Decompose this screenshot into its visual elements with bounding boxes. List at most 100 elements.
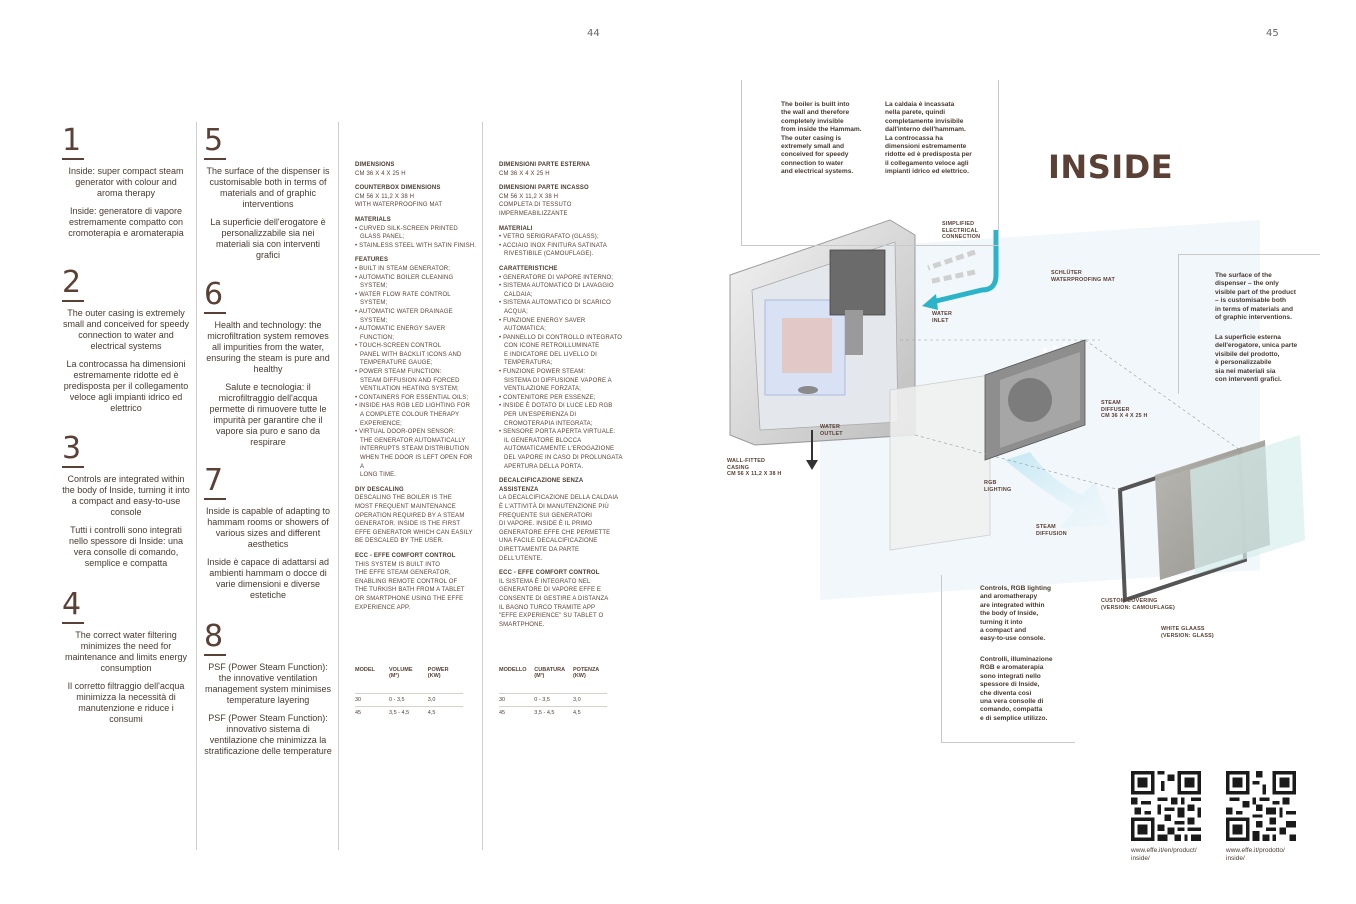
spec-list-item: CURVED SILK-SCREEN PRINTED GLASS PANEL;: [355, 225, 477, 242]
qr-code-it[interactable]: [1226, 771, 1296, 841]
table-row: 30 0 - 3,5 3,0: [355, 693, 463, 707]
product-link-it[interactable]: www.effe.it/prodotto/ inside/: [1226, 847, 1285, 862]
white-glass-panel: [1190, 435, 1305, 575]
feature-text-it: La superficie dell'erogatore è personali…: [210, 217, 326, 260]
feature-text-en: The correct water filtering minimizes th…: [64, 630, 188, 673]
feature-text-en: Inside: super compact steam generator wi…: [68, 166, 184, 198]
column-divider: [482, 122, 483, 850]
spec-text: IL SISTEMA È INTEGRATO NEL GENERATORE DI…: [499, 578, 609, 628]
spec-list-item: GENERATORE DI VAPORE INTERNO;: [499, 274, 623, 283]
feature-number: 2: [62, 266, 84, 302]
spec-heading: COUNTERBOX DIMENSIONS: [355, 185, 441, 192]
wall-casing-shape: [729, 219, 916, 446]
callout-boiler-it: La caldaia è incassata nella parete, qui…: [885, 101, 972, 176]
table-row: 30 0 - 3,5 3,0: [499, 693, 607, 707]
feature-text-en: PSF (Power Steam Function): the innovati…: [204, 662, 332, 705]
spec-list: GENERATORE DI VAPORE INTERNO; SISTEMA AU…: [499, 274, 623, 472]
product-link-en[interactable]: www.effe.it/en/product/ inside/: [1131, 847, 1197, 862]
spec-list-item: FUNZIONE POWER STEAM: SISTEMA DI DIFFUSI…: [499, 368, 623, 394]
callout-box-boiler: [741, 80, 999, 246]
spec-heading: ECC - EFFE COMFORT CONTROL: [355, 552, 456, 559]
feature-text-it: Inside è capace di adattarsi ad ambienti…: [206, 557, 330, 600]
callout-boiler-en: The boiler is built into the wall and th…: [781, 101, 862, 176]
table-cell: 3,0: [573, 693, 607, 707]
spec-list-item: SISTEMA AUTOMATICO DI LAVAGGIO CALDAIA;: [499, 282, 623, 299]
feature-text-it: PSF (Power Steam Function): innovativo s…: [204, 713, 332, 756]
spec-heading: CARATTERISTICHE: [499, 265, 558, 272]
spec-list-item: AUTOMATIC WATER DRAINAGE SYSTEM;: [355, 308, 477, 325]
spec-heading: DIY DESCALING: [355, 486, 404, 493]
spec-column-it: DIMENSIONI PARTE ESTERNA CM 36 X 4 X 25 …: [499, 155, 623, 629]
spec-text: CM 36 X 4 X 25 H: [355, 170, 406, 177]
spec-list-item: ACCIAIO INOX FINITURA SATINATA RIVESTIBI…: [499, 242, 623, 259]
table-header-row: MODELLO CUBATURA (M³) POTENZA (KW): [499, 667, 607, 694]
spec-list: BUILT IN STEAM GENERATOR; AUTOMATIC BOIL…: [355, 265, 477, 480]
feature-number: 6: [204, 278, 226, 314]
feature-number: 8: [204, 620, 226, 656]
spec-list-item: FUNZIONE ENERGY SAVER AUTOMATICA;: [499, 317, 623, 334]
feature-text-it: La controcassa ha dimensioni estremament…: [63, 359, 189, 413]
spec-list-item: INSIDE HAS RGB LED LIGHTING FOR A COMPLE…: [355, 402, 477, 428]
table-cell: 30: [499, 693, 535, 707]
spec-list: CURVED SILK-SCREEN PRINTED GLASS PANEL; …: [355, 225, 477, 251]
table-cell: 45: [499, 706, 535, 719]
table-cell: 0 - 3,5: [389, 693, 428, 707]
feature-number: 5: [204, 124, 226, 160]
feature-text-en: The outer casing is extremely small and …: [62, 308, 190, 351]
table-cell: 4,5: [573, 706, 607, 719]
table-cell: 30: [355, 693, 389, 707]
label-schluter-mat: SCHLÜTER WATERPROOFING MAT: [1051, 270, 1115, 283]
spec-list-item: PANNELLO DI CONTROLLO INTEGRATO CON ICON…: [499, 334, 623, 368]
feature-text-it: Inside: generatore di vapore estremament…: [68, 206, 184, 238]
table-cell: 0 - 3,5: [534, 693, 573, 707]
label-wall-casing: WALL-FITTED CASING CM 56 X 11,2 X 38 H: [727, 458, 782, 478]
spec-heading: DIMENSIONI PARTE ESTERNA: [499, 162, 591, 168]
spec-list-item: CONTENITORE PER ESSENZE;: [499, 394, 623, 403]
spec-list-item: AUTOMATIC BOILER CLEANING SYSTEM;: [355, 274, 477, 291]
glass-pane-shape: [889, 374, 991, 551]
spec-list: VETRO SERIGRAFATO (GLASS); ACCIAIO INOX …: [499, 233, 623, 259]
spec-heading: MATERIALI: [499, 225, 533, 232]
table-header: MODEL: [355, 667, 375, 673]
guide-line: [900, 339, 1241, 491]
label-rgb-lighting: RGB LIGHTING: [984, 480, 1012, 493]
label-steam-diffuser: STEAM DIFFUSER CM 36 X 4 X 25 H: [1101, 400, 1148, 420]
page-title: INSIDE: [1048, 148, 1174, 186]
water-inlet-arrow: [927, 249, 976, 285]
electrical-arrow-head: [922, 294, 938, 310]
spec-list-item: INSIDE È DOTATO DI LUCE LED RGB PER UN'E…: [499, 402, 623, 428]
feature-8: 8 PSF (Power Steam Function): the innova…: [204, 620, 332, 764]
table-header: CUBATURA (M³): [534, 667, 566, 679]
spec-heading: DIMENSIONS: [355, 162, 395, 168]
label-steam-diffusion: STEAM DIFFUSION: [1036, 524, 1067, 537]
label-water-inlet: WATER INLET: [932, 311, 953, 324]
steam-diffuser-shape: [984, 339, 1086, 461]
table-header: POTENZA (KW): [573, 667, 600, 679]
spec-heading: DIMENSIONI PARTE INCASSO: [499, 185, 589, 192]
table-cell: 3,5 - 4,5: [534, 706, 573, 719]
spec-text: CM 56 X 11,2 X 38 H COMPLETA DI TESSUTO …: [499, 193, 572, 217]
feature-7: 7 Inside is capable of adapting to hamma…: [204, 464, 332, 608]
feature-6: 6 Health and technology: the microfiltra…: [204, 278, 332, 455]
product-exploded-illustration: [729, 219, 1305, 603]
feature-text-en: Inside is capable of adapting to hammam …: [205, 506, 331, 549]
water-outlet-arrow-head: [806, 460, 818, 470]
feature-number: 4: [62, 588, 84, 624]
feature-number: 7: [204, 464, 226, 500]
spec-list-item: AUTOMATIC ENERGY SAVER FUNCTION;: [355, 325, 477, 342]
label-electrical-connection: SIMPLIFIED ELECTRICAL CONNECTION: [942, 221, 981, 241]
table-cell: 45: [355, 706, 389, 719]
qr-code-en[interactable]: [1131, 771, 1201, 841]
spec-heading: ECC - EFFE COMFORT CONTROL: [499, 570, 600, 577]
spec-list-item: VETRO SERIGRAFATO (GLASS);: [499, 233, 623, 242]
table-row: 45 3,5 - 4,5 4,5: [499, 706, 607, 719]
feature-text-it: Salute e tecnologia: il microfiltraggio …: [209, 382, 327, 447]
model-table-en: MODEL VOLUME (M³) POWER (KW) 30 0 - 3,5 …: [355, 667, 463, 719]
spec-heading: DECALCIFICAZIONE SENZA ASSISTENZA: [499, 478, 584, 493]
label-white-glass: WHITE GLAASS (VERSION: GLASS): [1161, 626, 1214, 639]
table-row: 45 3,5 - 4,5 4,5: [355, 706, 463, 719]
feature-text-it: Tutti i controlli sono integrati nello s…: [68, 525, 184, 568]
callout-controls-en: Controls, RGB lighting and aromatherapy …: [980, 585, 1052, 643]
spec-list-item: WATER FLOW RATE CONTROL SYSTEM;: [355, 291, 477, 308]
model-table-it: MODELLO CUBATURA (M³) POTENZA (KW) 30 0 …: [499, 667, 607, 719]
